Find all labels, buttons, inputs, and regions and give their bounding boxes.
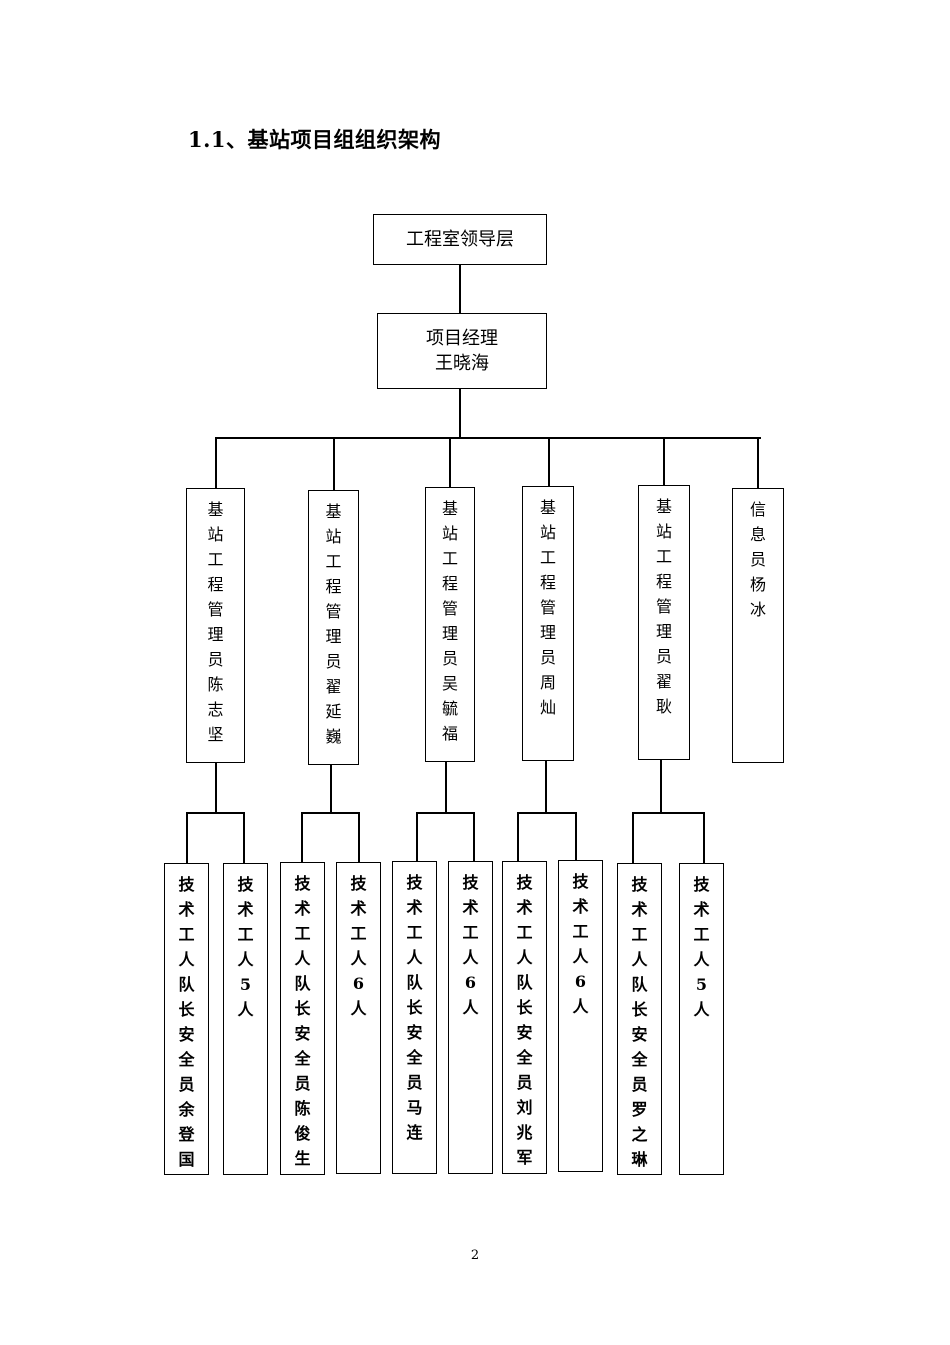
connector-drop-1 bbox=[215, 437, 217, 489]
connector-group3-down bbox=[445, 761, 447, 813]
connector-drop-3 bbox=[449, 437, 451, 488]
team-leader-box-4: 技术工人队长安全员刘兆军 bbox=[502, 861, 547, 1174]
workers-label-1: 技术工人5人 bbox=[237, 875, 254, 1019]
connector-drop-4 bbox=[548, 437, 550, 487]
team-leader-label-4: 技术工人队长安全员刘兆军 bbox=[516, 873, 533, 1167]
team-leader-box-2: 技术工人队长安全员陈俊生 bbox=[280, 862, 325, 1175]
station-admin-box-2: 基站工程管理员翟延巍 bbox=[308, 490, 359, 765]
workers-label-4: 技术工人6人 bbox=[572, 872, 589, 1016]
station-admin-label-5: 基站工程管理员翟耿 bbox=[655, 497, 672, 716]
workers-box-1: 技术工人5人 bbox=[223, 863, 268, 1175]
connector-group5-bar bbox=[632, 812, 704, 814]
connector-group2-right bbox=[358, 812, 360, 863]
connector-group3-bar bbox=[416, 812, 474, 814]
connector-group2-bar bbox=[301, 812, 359, 814]
info-officer-box: 信息员杨冰 bbox=[732, 488, 784, 763]
workers-label-3: 技术工人6人 bbox=[462, 873, 479, 1017]
project-manager-title: 项目经理 bbox=[426, 328, 498, 349]
connector-group4-right bbox=[575, 812, 577, 862]
info-officer-label: 信息员杨冰 bbox=[749, 500, 766, 619]
station-admin-box-3: 基站工程管理员吴毓福 bbox=[425, 487, 475, 762]
connector-manager-down bbox=[459, 388, 461, 438]
connector-drop-6 bbox=[757, 437, 759, 489]
team-leader-label-5: 技术工人队长安全员罗之琳 bbox=[631, 875, 648, 1169]
connector-group1-left bbox=[186, 812, 188, 864]
team-leader-label-2: 技术工人队长安全员陈俊生 bbox=[294, 874, 311, 1168]
connector-group2-left bbox=[301, 812, 303, 863]
team-leader-label-1: 技术工人队长安全员余登国 bbox=[178, 875, 195, 1169]
connector-drop-5 bbox=[663, 437, 665, 486]
project-manager-box: 项目经理 王晓海 bbox=[377, 313, 547, 389]
connector-group5-left bbox=[632, 812, 634, 864]
connector-group1-right bbox=[243, 812, 245, 864]
connector-top-to-manager bbox=[459, 264, 461, 314]
workers-box-3: 技术工人6人 bbox=[448, 861, 493, 1174]
connector-group5-right bbox=[703, 812, 705, 864]
connector-group4-bar bbox=[517, 812, 576, 814]
connector-level3-bus bbox=[215, 437, 761, 439]
workers-box-5: 技术工人5人 bbox=[679, 863, 724, 1175]
team-leader-box-5: 技术工人队长安全员罗之琳 bbox=[617, 863, 662, 1175]
workers-label-2: 技术工人6人 bbox=[350, 874, 367, 1018]
station-admin-box-4: 基站工程管理员周灿 bbox=[522, 486, 574, 761]
workers-box-4: 技术工人6人 bbox=[558, 860, 603, 1172]
connector-group5-down bbox=[660, 760, 662, 813]
station-admin-label-1: 基站工程管理员陈志坚 bbox=[207, 500, 224, 744]
page-number: 2 bbox=[470, 1248, 480, 1263]
project-manager-name: 王晓海 bbox=[435, 353, 489, 374]
station-admin-label-4: 基站工程管理员周灿 bbox=[539, 498, 556, 717]
connector-group3-left bbox=[416, 812, 418, 862]
team-leader-label-3: 技术工人队长安全员马连 bbox=[406, 873, 423, 1142]
leadership-label: 工程室领导层 bbox=[406, 229, 514, 250]
connector-group3-right bbox=[473, 812, 475, 862]
connector-group4-down bbox=[545, 760, 547, 813]
connector-group1-bar bbox=[186, 812, 244, 814]
page-heading: 1.1、基站项目组组织架构 bbox=[188, 127, 442, 152]
leadership-box: 工程室领导层 bbox=[373, 214, 547, 265]
team-leader-box-3: 技术工人队长安全员马连 bbox=[392, 861, 437, 1174]
station-admin-label-2: 基站工程管理员翟延巍 bbox=[325, 502, 342, 746]
connector-group4-left bbox=[517, 812, 519, 862]
station-admin-box-5: 基站工程管理员翟耿 bbox=[638, 485, 690, 760]
connector-group1-down bbox=[215, 762, 217, 813]
workers-label-5: 技术工人5人 bbox=[693, 875, 710, 1019]
connector-drop-2 bbox=[333, 437, 335, 491]
team-leader-box-1: 技术工人队长安全员余登国 bbox=[164, 863, 209, 1175]
connector-group2-down bbox=[330, 764, 332, 813]
workers-box-2: 技术工人6人 bbox=[336, 862, 381, 1174]
station-admin-box-1: 基站工程管理员陈志坚 bbox=[186, 488, 245, 763]
station-admin-label-3: 基站工程管理员吴毓福 bbox=[441, 499, 458, 743]
